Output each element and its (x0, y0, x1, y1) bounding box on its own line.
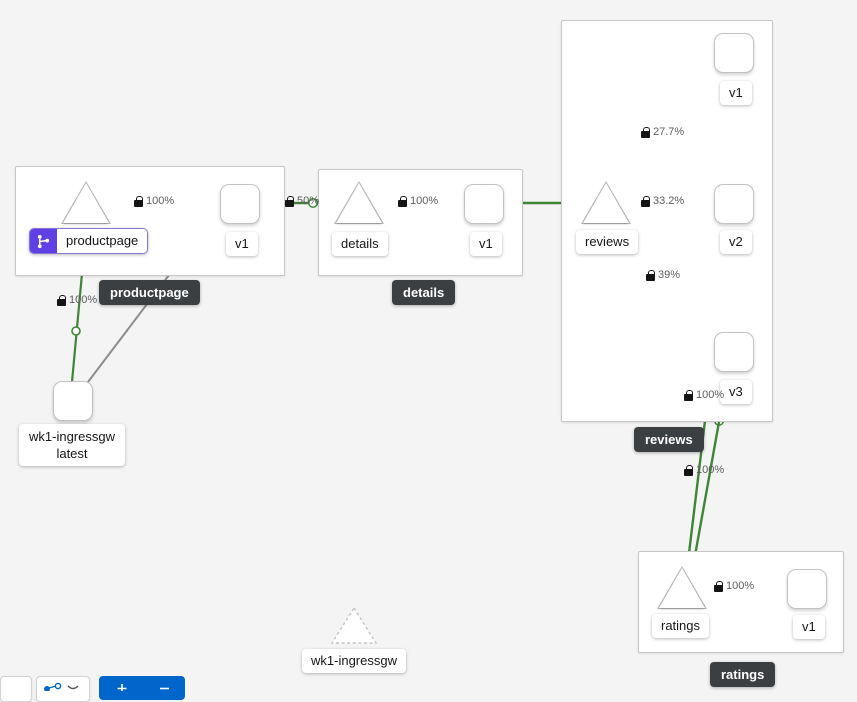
edge-label-ingress-to-productpage: 100% (57, 294, 97, 306)
node-details-v1[interactable] (464, 184, 504, 224)
node-ratings-v1[interactable] (787, 569, 827, 609)
chip-reviews-service[interactable]: reviews (576, 230, 639, 254)
edge-label-reviews-to-v2: 33.2% (641, 195, 684, 207)
edge-label-reviews-to-v3: 39% (646, 269, 680, 281)
toolbar-button-zoom[interactable] (0, 676, 32, 702)
edge-pct: 50% (297, 195, 320, 207)
lock-icon (714, 580, 723, 592)
node-reviews-v1[interactable] (714, 33, 754, 73)
tooltip-details: details (392, 280, 456, 305)
lock-icon (285, 195, 294, 207)
toolbar-button-primary[interactable] (99, 676, 185, 700)
node-wk1-ingressgw[interactable] (53, 381, 93, 421)
tooltip-reviews: reviews (634, 427, 704, 452)
edge-label-reviews-to-ratings: 100% (684, 464, 724, 476)
chip-wk1-ingressgw-ghost-label: wk1-ingressgw (311, 653, 397, 668)
edge-label-reviews-v3-inner: 100% (684, 389, 724, 401)
tooltip-details-label: details (403, 285, 445, 300)
chip-wk1-ingressgw-ghost[interactable]: wk1-ingressgw (302, 649, 406, 673)
lock-icon (641, 195, 650, 207)
node-productpage-v1[interactable] (220, 184, 260, 224)
chip-wk1-ingressgw-line2: latest (56, 446, 88, 461)
lock-icon (684, 464, 693, 476)
edge-pct: 100% (410, 195, 439, 207)
virtual-service-icon (30, 229, 57, 253)
chip-productpage-label: productpage (57, 229, 148, 253)
tooltip-ratings: ratings (710, 662, 776, 687)
chip-productpage-v1[interactable]: v1 (226, 232, 258, 256)
chip-productpage-v1-label: v1 (235, 236, 249, 251)
edge-pct: 39% (658, 269, 681, 281)
tooltip-reviews-label: reviews (645, 432, 693, 447)
edge-pct: 27.7% (653, 126, 685, 138)
toolbar-button-graph-find[interactable] (36, 676, 90, 702)
chip-details-service-label: details (341, 236, 379, 251)
chip-ratings-service[interactable]: ratings (652, 614, 710, 638)
lock-icon (684, 389, 693, 401)
edge-pct: 100% (696, 464, 725, 476)
chip-reviews-v2-label: v2 (729, 234, 743, 249)
ghost-triangle-icon (330, 606, 378, 644)
lock-icon (134, 195, 143, 207)
edge-label-productpage-to-v1: 100% (134, 195, 174, 207)
tooltip-productpage-label: productpage (110, 285, 189, 300)
chip-reviews-v3-label: v3 (729, 384, 743, 399)
chip-ratings-v1-label: v1 (802, 619, 816, 634)
chip-wk1-ingressgw-line1: wk1-ingressgw (29, 429, 115, 444)
chip-reviews-v2[interactable]: v2 (720, 230, 752, 254)
chip-reviews-v3[interactable]: v3 (720, 380, 752, 404)
edge-label-reviews-to-v1: 27.7% (641, 126, 684, 138)
node-reviews-v2[interactable] (714, 184, 754, 224)
edge-label-productpage-v1-to-details: 50% (285, 195, 319, 207)
edge-pct: 100% (146, 195, 175, 207)
lock-icon (641, 126, 650, 138)
chip-details-v1-label: v1 (479, 236, 493, 251)
tooltip-productpage: productpage (99, 280, 200, 305)
chip-reviews-v1[interactable]: v1 (720, 81, 752, 105)
edge-label-ratings-to-v1: 100% (714, 580, 754, 592)
edge-pct: 100% (69, 294, 98, 306)
chip-ratings-service-label: ratings (661, 618, 701, 633)
chip-ratings-v1[interactable]: v1 (793, 615, 825, 639)
chip-wk1-ingressgw[interactable]: wk1-ingressgw latest (19, 424, 125, 466)
chip-details-v1[interactable]: v1 (470, 232, 502, 256)
tooltip-ratings-label: ratings (721, 667, 765, 682)
chip-reviews-v1-label: v1 (729, 85, 743, 100)
node-reviews-v3[interactable] (714, 332, 754, 372)
edge-pct: 100% (726, 580, 755, 592)
lock-icon (398, 195, 407, 207)
lock-icon (57, 294, 66, 306)
chip-productpage-service[interactable]: productpage (29, 228, 149, 254)
chip-reviews-service-label: reviews (585, 234, 630, 249)
chip-details-service[interactable]: details (332, 232, 388, 256)
lock-icon (646, 269, 655, 281)
edge-pct: 33.2% (653, 195, 685, 207)
edge-label-details-to-v1: 100% (398, 195, 438, 207)
edge-pct: 100% (696, 389, 725, 401)
